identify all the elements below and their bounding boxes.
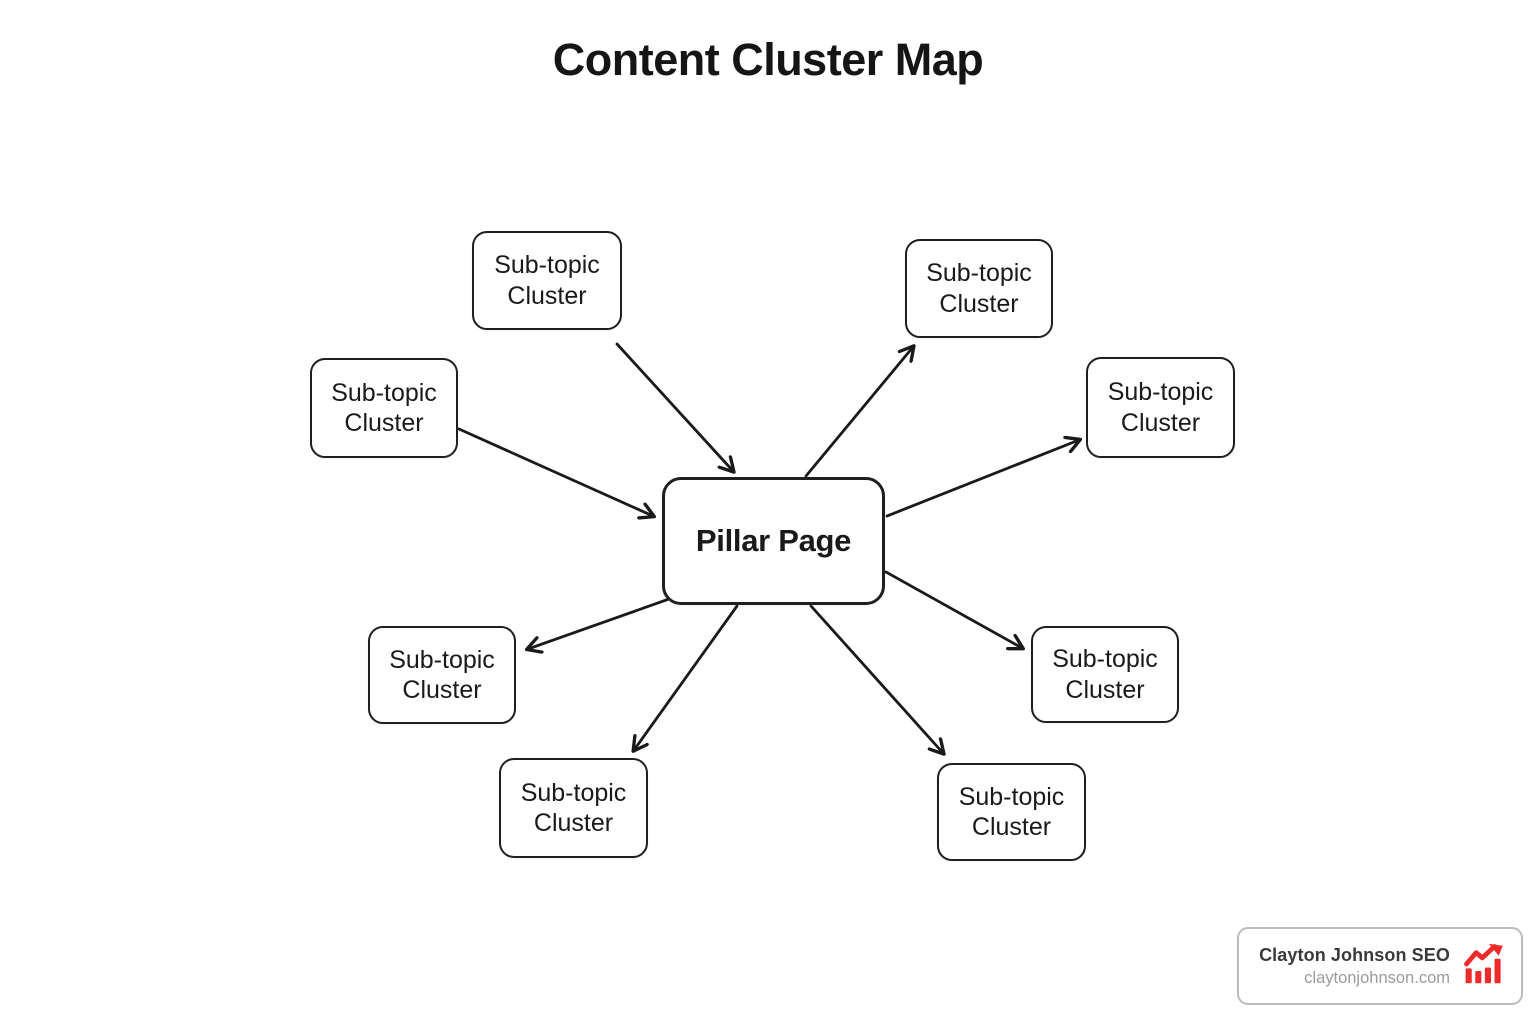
trending-up-bar-chart-icon (1463, 943, 1505, 989)
subtopic-node-bottom-center-left: Sub-topic Cluster (499, 758, 648, 858)
watermark-card: Clayton Johnson SEO claytonjohnson.com (1237, 927, 1523, 1005)
subtopic-label: Sub-topic Cluster (1107, 378, 1214, 437)
subtopic-label: Sub-topic Cluster (494, 251, 600, 310)
subtopic-label: Sub-topic Cluster (331, 378, 437, 438)
subtopic-label: Sub-topic Cluster (926, 259, 1032, 318)
subtopic-label: Sub-topic Cluster (1052, 645, 1158, 704)
subtopic-node-top-right: Sub-topic Cluster (905, 239, 1053, 338)
subtopic-node-left: Sub-topic Cluster (310, 358, 458, 458)
subtopic-node-bottom-center-right: Sub-topic Cluster (937, 763, 1086, 861)
subtopic-node-bottom-left: Sub-topic Cluster (368, 626, 516, 724)
subtopic-label: Sub-topic Cluster (520, 778, 627, 838)
subtopic-label: Sub-topic Cluster (958, 782, 1065, 842)
pillar-page-label: Pillar Page (695, 523, 852, 559)
subtopic-node-bottom-right: Sub-topic Cluster (1031, 626, 1179, 723)
page-title: Content Cluster Map (552, 34, 984, 85)
pillar-page-node: Pillar Page (662, 477, 885, 605)
watermark-brand-name: Clayton Johnson SEO (1259, 944, 1450, 965)
subtopic-node-right: Sub-topic Cluster (1086, 357, 1235, 458)
subtopic-label: Sub-topic Cluster (389, 645, 495, 705)
watermark-website: claytonjohnson.com (1304, 968, 1450, 987)
subtopic-node-top-left: Sub-topic Cluster (472, 231, 622, 330)
